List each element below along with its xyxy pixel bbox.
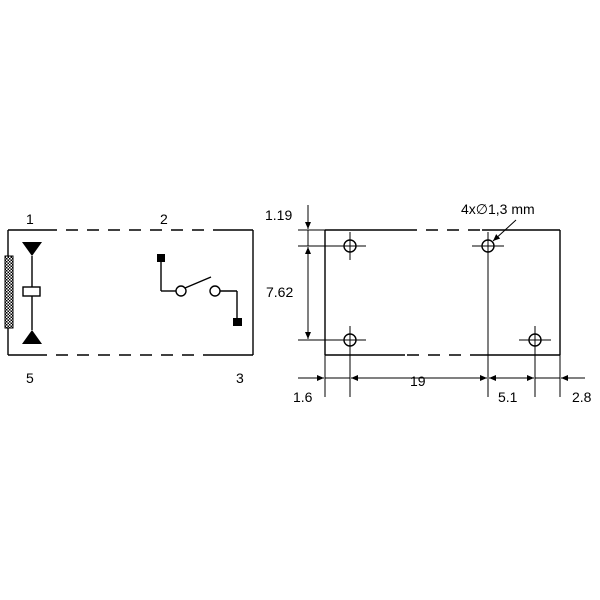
footprint: 4x∅1,3 mm 1.19 7.62 [265,201,592,405]
horizontal-dimension-lines [298,346,585,397]
schematic-outline [7,229,254,356]
pin-hole-top-right [472,232,504,260]
switch-contact [157,254,242,326]
footprint-outline [324,229,561,356]
pin-label-3: 3 [236,370,244,386]
pin-label-1: 1 [26,211,34,227]
vertical-dimension-lines [298,205,344,341]
dim-right-offset: 2.8 [572,389,592,405]
schematic: 1 2 5 3 [4,211,254,386]
hatched-core [4,255,14,329]
pin-label-2: 2 [160,211,168,227]
coil-symbol [22,242,42,344]
pin-label-5: 5 [26,370,34,386]
hole-note-leader [492,219,517,242]
dim-pitch-vertical: 7.62 [266,284,293,300]
hole-note: 4x∅1,3 mm [461,201,535,217]
dim-top-offset: 1.19 [265,207,292,223]
dim-right-pitch: 5.1 [498,389,518,405]
dim-left-offset: 1.6 [293,389,313,405]
dim-pitch-horizontal: 19 [410,373,426,389]
